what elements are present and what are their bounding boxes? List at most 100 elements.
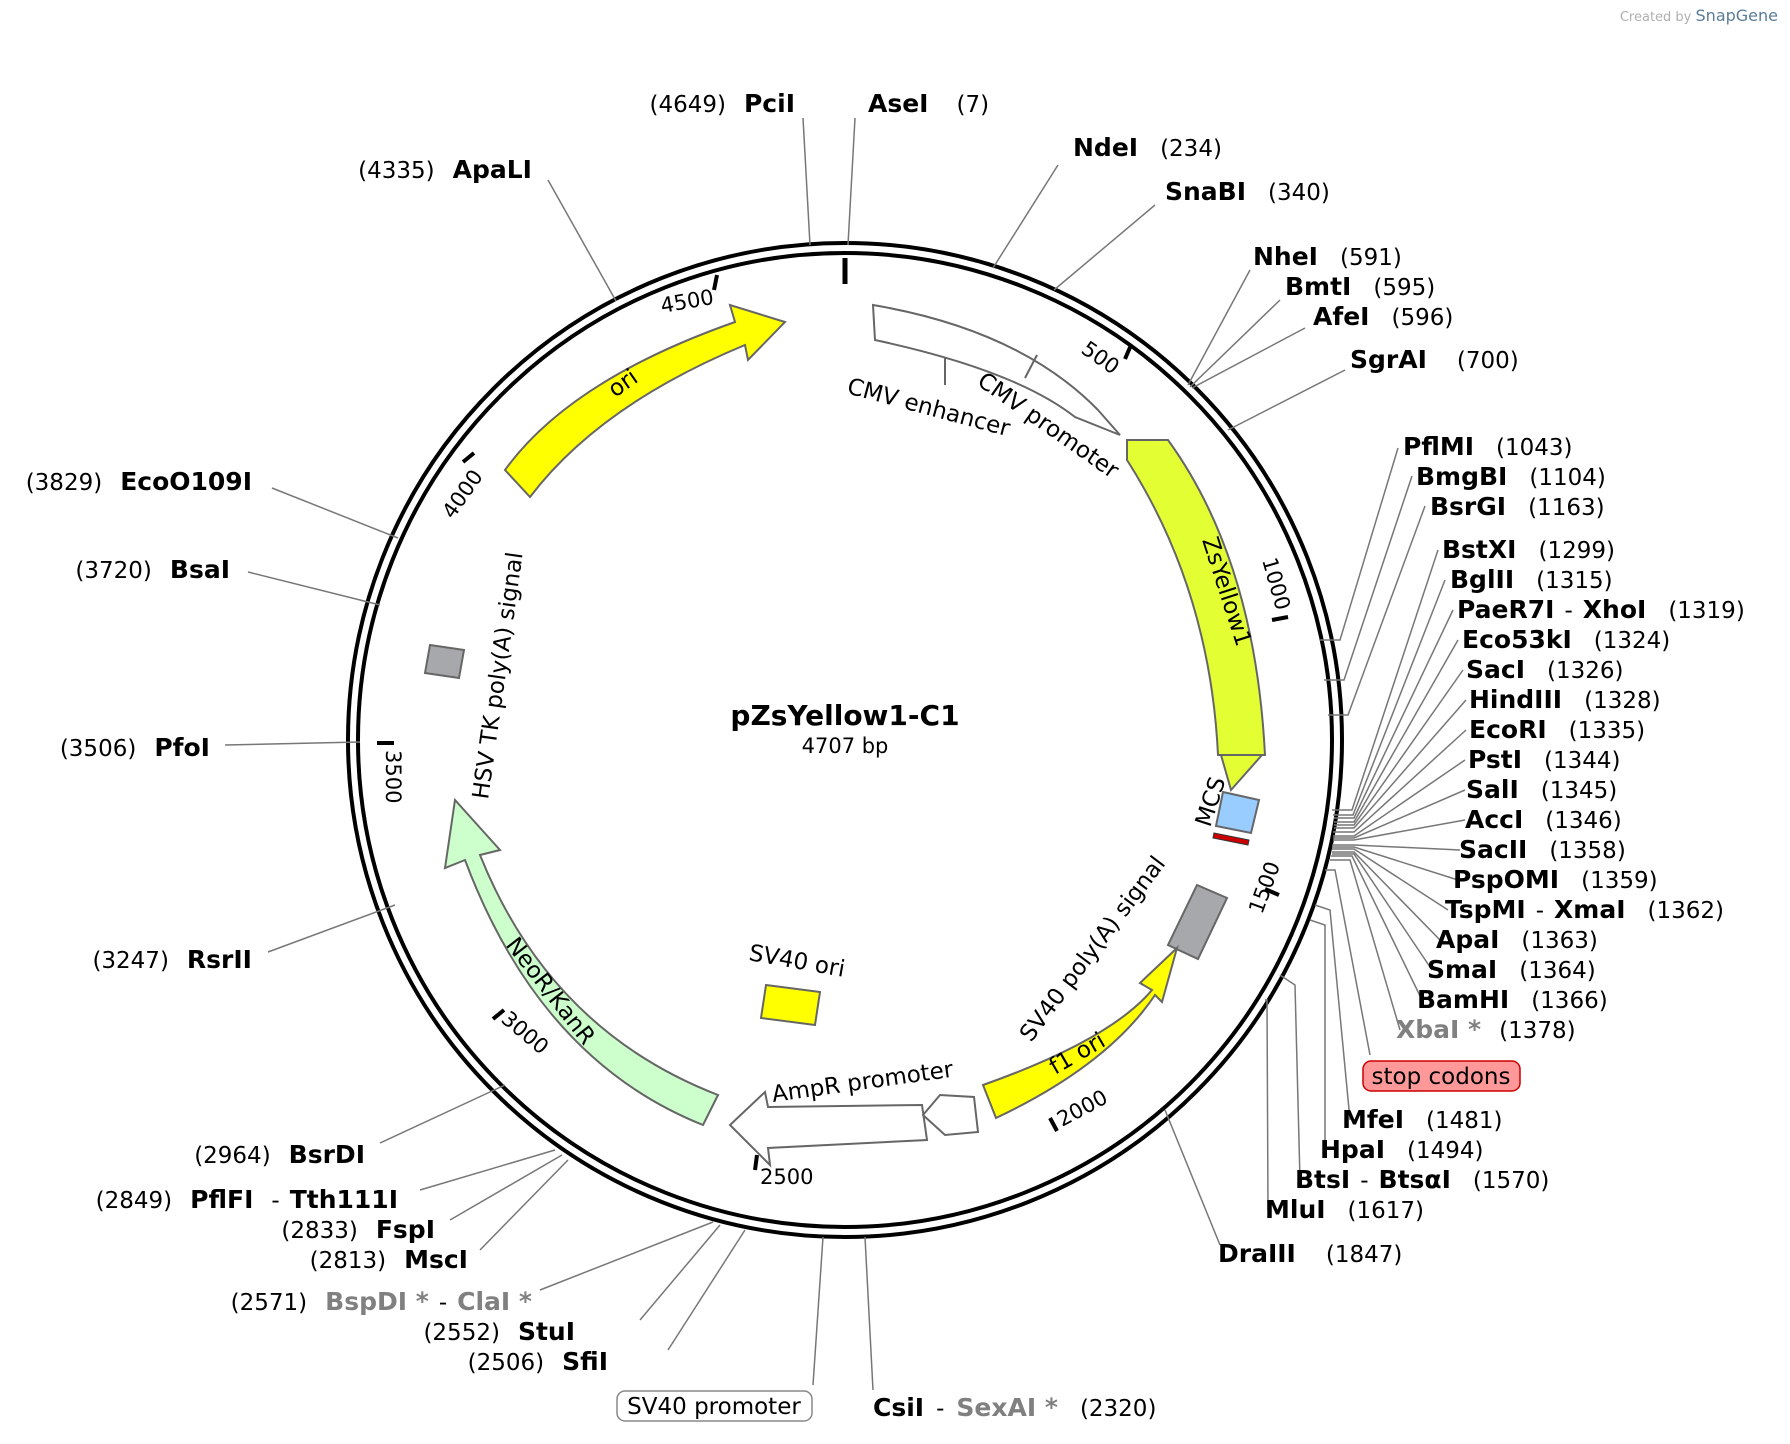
leader-sv40-promoter bbox=[812, 1236, 824, 1386]
snapgene-logo: SnapGene bbox=[1695, 6, 1778, 25]
site-label-mlui[interactable]: MluI(1617) bbox=[1265, 1195, 1424, 1224]
site-label-asei[interactable]: AseI(7) bbox=[868, 89, 989, 118]
site-label-paer7i-xhoi[interactable]: PaeR7I-XhoI(1319) bbox=[1457, 595, 1745, 624]
site-label-tspmi-xmai[interactable]: TspMI-XmaI(1362) bbox=[1445, 895, 1724, 924]
site-label-bamhi[interactable]: BamHI(1366) bbox=[1417, 985, 1608, 1014]
leader-bspdi bbox=[539, 1221, 714, 1291]
tick-mark-2500 bbox=[753, 1154, 759, 1171]
tick-mark-4000 bbox=[461, 451, 476, 464]
leader-ecori bbox=[1333, 729, 1467, 833]
site-label-bsrgi[interactable]: BsrGI(1163) bbox=[1430, 492, 1605, 521]
site-label-ndei[interactable]: NdeI(234) bbox=[1073, 133, 1222, 162]
tick-mark-3000 bbox=[491, 1008, 506, 1021]
stop-codons-label: stop codons bbox=[1372, 1064, 1511, 1090]
cmv-divider-2 bbox=[1024, 354, 1038, 379]
site-label-sgrai[interactable]: SgrAI(700) bbox=[1350, 345, 1519, 374]
sv40-polya-label: SV40 poly(A) signal bbox=[1015, 852, 1171, 1047]
site-label-mfei[interactable]: MfeI(1481) bbox=[1342, 1105, 1503, 1134]
site-label-msci[interactable]: (2813)MscI bbox=[310, 1245, 468, 1274]
site-label-psti[interactable]: PstI(1344) bbox=[1468, 745, 1621, 774]
backbone-inner bbox=[356, 251, 1334, 1229]
site-label-sfii[interactable]: (2506)SfiI bbox=[468, 1347, 608, 1376]
sv40-polya-box[interactable] bbox=[1166, 883, 1229, 961]
leader-bsai bbox=[247, 571, 381, 606]
mcs-box[interactable] bbox=[1214, 790, 1261, 835]
ori-arrow[interactable] bbox=[503, 303, 787, 499]
site-label-sali[interactable]: SalI(1345) bbox=[1466, 775, 1617, 804]
site-label-rsrii[interactable]: (3247)RsrII bbox=[92, 945, 252, 974]
site-label-smai[interactable]: SmaI(1364) bbox=[1427, 955, 1596, 984]
leader-pspomi bbox=[1332, 846, 1459, 881]
site-label-afei[interactable]: AfeI(596) bbox=[1313, 302, 1453, 331]
leader-fspi bbox=[449, 1154, 563, 1221]
site-label-bsai[interactable]: (3720)BsaI bbox=[75, 555, 230, 584]
leader-asei bbox=[847, 117, 856, 246]
site-label-nhei[interactable]: NheI(591) bbox=[1253, 242, 1402, 271]
leader-pfoi bbox=[224, 741, 361, 746]
site-label-hpai[interactable]: HpaI(1494) bbox=[1320, 1135, 1483, 1164]
leader-pcii bbox=[802, 117, 811, 246]
site-label-apai[interactable]: ApaI(1363) bbox=[1436, 925, 1598, 954]
site-label-bspdi-clai[interactable]: (2571)BspDI *-ClaI * bbox=[231, 1287, 532, 1316]
site-label-btsi-btsai[interactable]: BtsI-BtsαI(1570) bbox=[1295, 1165, 1549, 1194]
sv40-promoter-label: SV40 promoter bbox=[627, 1394, 801, 1420]
snapgene-credit: Created by SnapGene bbox=[1620, 6, 1778, 25]
site-label-ecoo109i[interactable]: (3829)EcoO109I bbox=[26, 467, 252, 496]
site-label-eco53ki[interactable]: Eco53kI(1324) bbox=[1462, 625, 1670, 654]
site-label-bglii[interactable]: BglII(1315) bbox=[1450, 565, 1613, 594]
site-label-ecori[interactable]: EcoRI(1335) bbox=[1469, 715, 1645, 744]
leader-psti bbox=[1333, 759, 1466, 837]
leader-nhei bbox=[1187, 269, 1251, 386]
site-label-pfoi[interactable]: (3506)PfoI bbox=[60, 733, 210, 762]
site-label-acci[interactable]: AccI(1346) bbox=[1465, 805, 1622, 834]
site-label-pflfi-tth111i[interactable]: (2849)PflFI-Tth111I bbox=[96, 1185, 398, 1214]
leader-bmti bbox=[1189, 299, 1281, 388]
plasmid-name: pZsYellow1-C1 bbox=[730, 699, 959, 732]
leader-sacii bbox=[1332, 844, 1461, 851]
tick-label-4000: 4000 bbox=[437, 465, 487, 523]
site-label-csii-sexai[interactable]: CsiI-SexAI *(2320) bbox=[873, 1393, 1156, 1422]
stop-codon-marker[interactable] bbox=[1212, 832, 1250, 846]
site-label-sacii[interactable]: SacII(1358) bbox=[1459, 835, 1626, 864]
leader-bglii bbox=[1333, 579, 1446, 816]
site-label-hindiii[interactable]: HindIII(1328) bbox=[1469, 685, 1661, 714]
site-label-bsrdi[interactable]: (2964)BsrDI bbox=[194, 1140, 365, 1169]
site-label-bmti[interactable]: BmtI(595) bbox=[1285, 272, 1435, 301]
sv40-ori-box[interactable] bbox=[759, 983, 822, 1027]
ampr-promoter-head[interactable] bbox=[921, 1093, 980, 1137]
ampr-promoter-arrow[interactable] bbox=[728, 1090, 929, 1168]
leader-bsrdi bbox=[379, 1084, 506, 1144]
site-label-apali[interactable]: (4335)ApaLI bbox=[358, 155, 532, 184]
stop-codons-badge[interactable] bbox=[1362, 1060, 1521, 1092]
neor-arrow[interactable] bbox=[443, 797, 720, 1127]
site-label-xbai[interactable]: XbaI *(1378) bbox=[1396, 1015, 1576, 1044]
leader-sfii bbox=[667, 1229, 746, 1351]
sv40-promoter-badge[interactable] bbox=[616, 1390, 813, 1422]
f1-ori-arrow[interactable] bbox=[981, 944, 1179, 1120]
tick-label-3500: 3500 bbox=[381, 750, 405, 803]
hsv-tk-box[interactable] bbox=[423, 643, 466, 680]
site-label-pspomi[interactable]: PspOMI(1359) bbox=[1453, 865, 1658, 894]
leader-sgrai bbox=[1227, 369, 1346, 431]
site-label-pcii[interactable]: (4649)PciI bbox=[650, 89, 796, 118]
leader-xbai bbox=[1330, 859, 1401, 1031]
site-label-pflmi[interactable]: PflMI(1043) bbox=[1403, 432, 1573, 461]
site-label-bmgbi[interactable]: BmgBI(1104) bbox=[1416, 462, 1606, 491]
tick-label-4500: 4500 bbox=[659, 285, 716, 318]
site-label-stui[interactable]: (2552)StuI bbox=[423, 1317, 575, 1346]
cmv-arrow[interactable] bbox=[871, 303, 1121, 436]
site-label-fspi[interactable]: (2833)FspI bbox=[281, 1215, 435, 1244]
tick-mark-4500 bbox=[712, 274, 719, 291]
site-label-bstxi[interactable]: BstXI(1299) bbox=[1442, 535, 1615, 564]
site-label-saci[interactable]: SacI(1326) bbox=[1466, 655, 1623, 684]
leader-bstxi bbox=[1332, 549, 1439, 811]
leader-bsrgi bbox=[1328, 505, 1426, 716]
tick-label-500: 500 bbox=[1077, 336, 1124, 379]
leader-pflmi bbox=[1320, 447, 1399, 641]
leader-msci bbox=[479, 1159, 569, 1251]
leader-bamhi bbox=[1331, 855, 1423, 1001]
site-label-snabi[interactable]: SnaBI(340) bbox=[1165, 177, 1330, 206]
leader-saci bbox=[1334, 669, 1464, 826]
site-label-draiii[interactable]: DraIII(1847) bbox=[1218, 1239, 1402, 1268]
